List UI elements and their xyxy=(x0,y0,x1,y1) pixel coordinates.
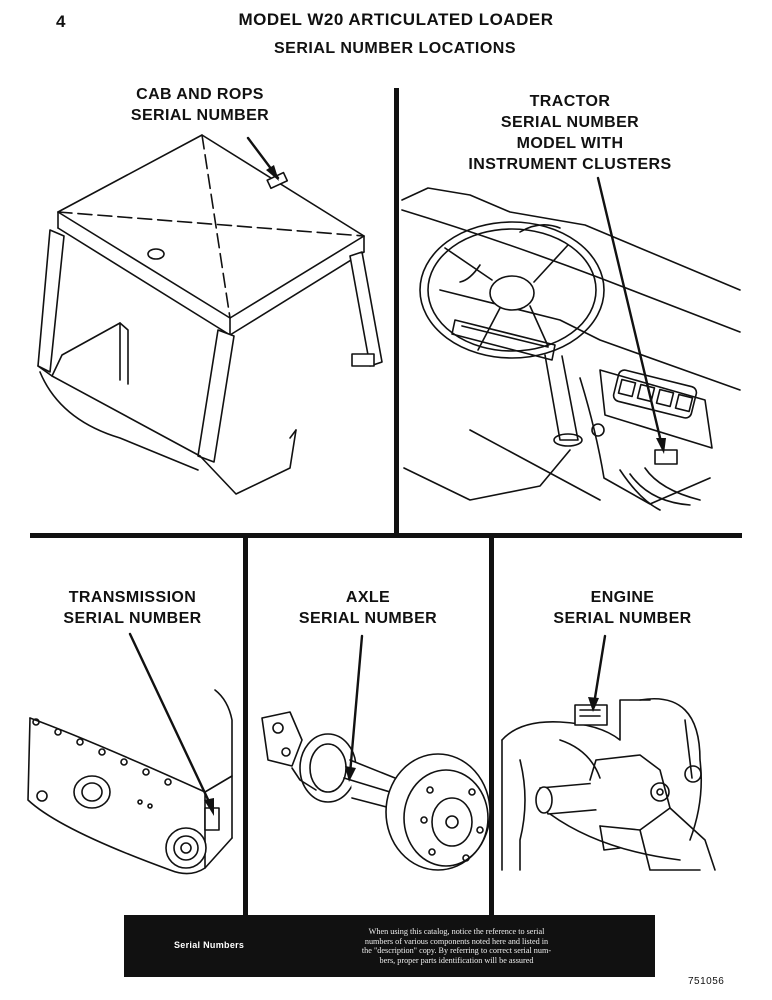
axle-label: AXLE SERIAL NUMBER xyxy=(298,589,438,627)
note-title: Serial Numbers xyxy=(174,940,245,950)
transmission-label: TRANSMISSION SERIAL NUMBER xyxy=(63,589,202,627)
bottom-divider-left xyxy=(243,536,248,918)
top-panel-divider xyxy=(394,88,399,538)
cab-rops-label: CAB AND ROPS SERIAL NUMBER xyxy=(130,86,270,124)
serial-numbers-note: Serial Numbers When using this catalog, … xyxy=(124,915,655,977)
note-text: When using this catalog, notice the refe… xyxy=(361,927,552,965)
page-subtitle: SERIAL NUMBER LOCATIONS xyxy=(273,40,517,57)
bottom-divider-right xyxy=(489,536,494,918)
engine-label: ENGINE SERIAL NUMBER xyxy=(553,589,692,627)
page-title: MODEL W20 ARTICULATED LOADER xyxy=(238,10,554,29)
page-number: 4 xyxy=(56,12,66,31)
tractor-label: TRACTOR SERIAL NUMBER MODEL WITH INSTRUM… xyxy=(468,93,672,173)
horizontal-divider xyxy=(30,533,742,538)
drawing-code: 751056 xyxy=(688,976,725,987)
